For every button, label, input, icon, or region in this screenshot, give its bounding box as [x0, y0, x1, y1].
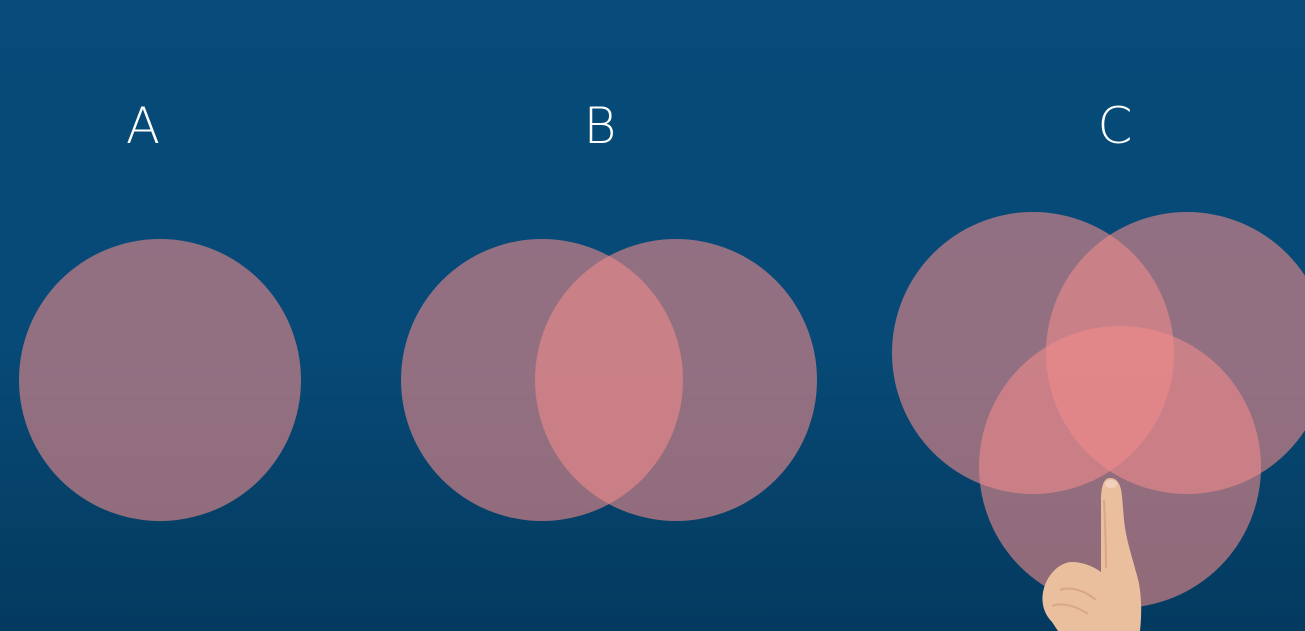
- pointing-finger-hand-icon: [1042, 478, 1142, 631]
- panel-a-label: A: [125, 97, 161, 155]
- panel-c-venn: [892, 212, 1305, 608]
- panel-a-venn: [19, 239, 301, 521]
- panel-b-circle-right: [535, 239, 817, 521]
- panel-a-circle: [19, 239, 301, 521]
- panel-c-label: C: [1097, 97, 1133, 155]
- panel-b-venn: [401, 239, 817, 521]
- panel-b-label: B: [583, 97, 617, 155]
- panel-c-circle-bottom: [979, 326, 1261, 608]
